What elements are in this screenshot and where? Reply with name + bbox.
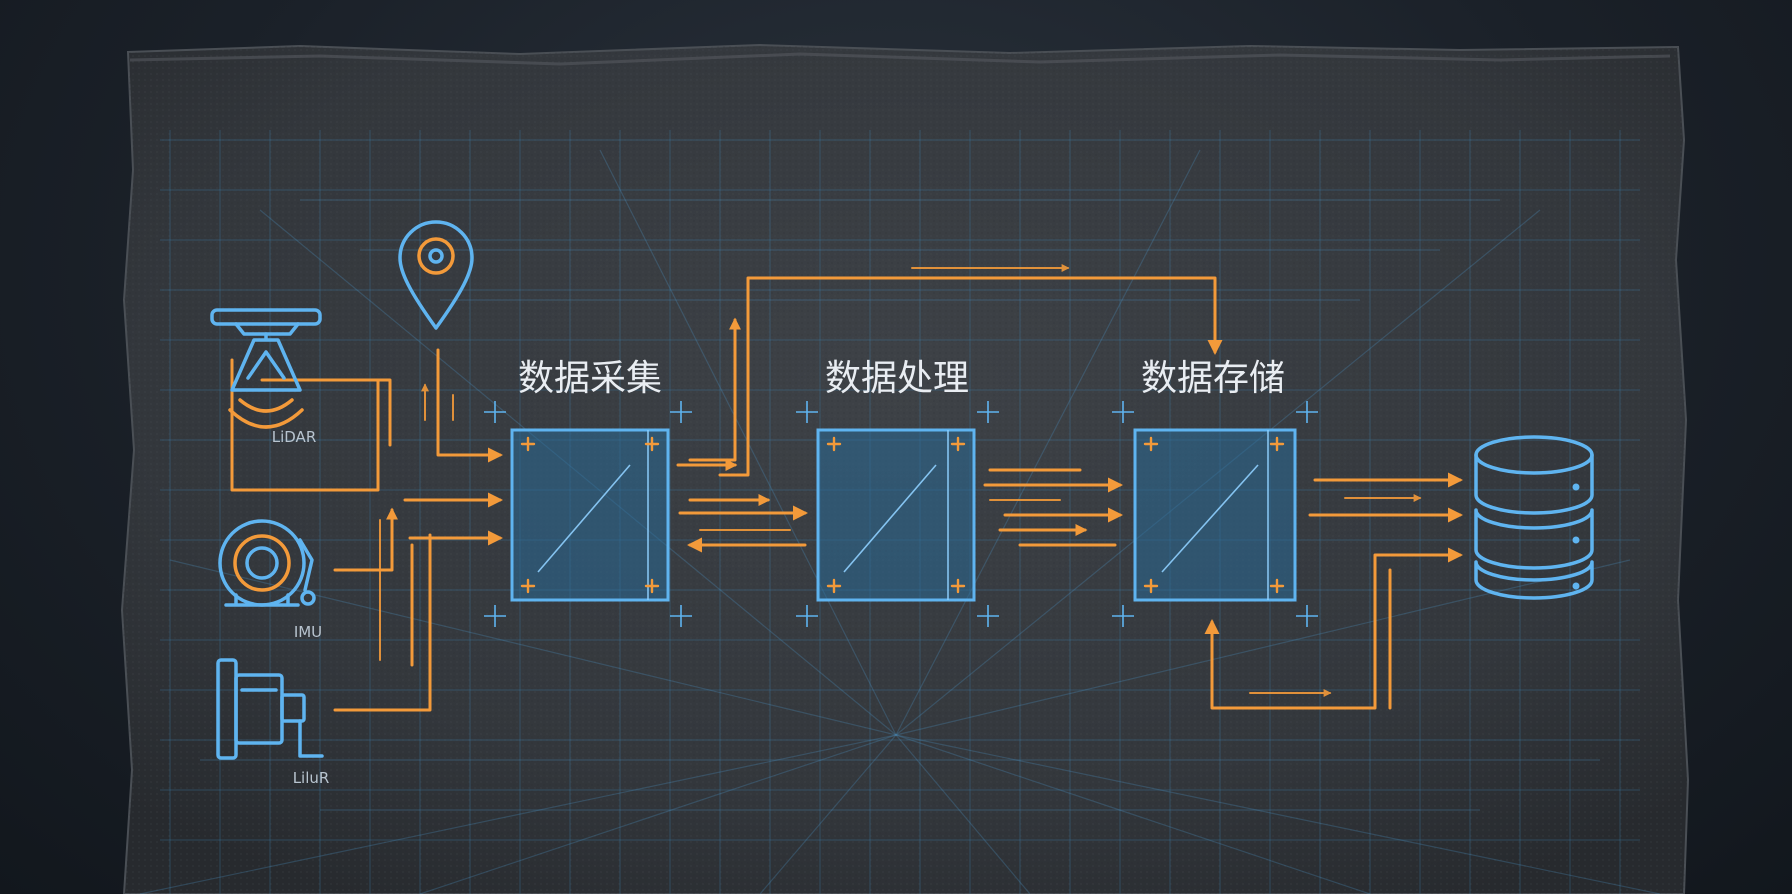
camera-sensor-icon [216,658,324,760]
database-icon[interactable] [1474,435,1594,600]
stage-label-collection: 数据采集 [518,358,662,399]
flow-arrow [436,348,503,463]
stage-box-storage[interactable] [1133,428,1297,602]
sensor-label-imu: IMU [294,623,322,641]
stage-box-processing[interactable] [816,428,976,602]
sensor-label-camera: LiluR [293,769,330,787]
flow-arrow [333,507,398,572]
location-pin-icon [398,220,474,330]
flow-arrow [1210,547,1463,710]
stage-label-storage: 数据存储 [1141,358,1285,399]
flow-line [260,378,392,447]
sensor-label-lidar: LiDAR [272,428,317,446]
data-flow-arrows [230,264,1463,712]
stage-box-collection[interactable] [510,428,670,602]
imu-sensor-icon [218,519,316,607]
flow-arrow-top-loop [718,276,1223,477]
flow-line [230,358,380,492]
flow-line [333,533,432,712]
stage-label-processing: 数据处理 [825,358,969,399]
lidar-scanner-icon [210,308,322,429]
registration-marks [484,401,1318,627]
